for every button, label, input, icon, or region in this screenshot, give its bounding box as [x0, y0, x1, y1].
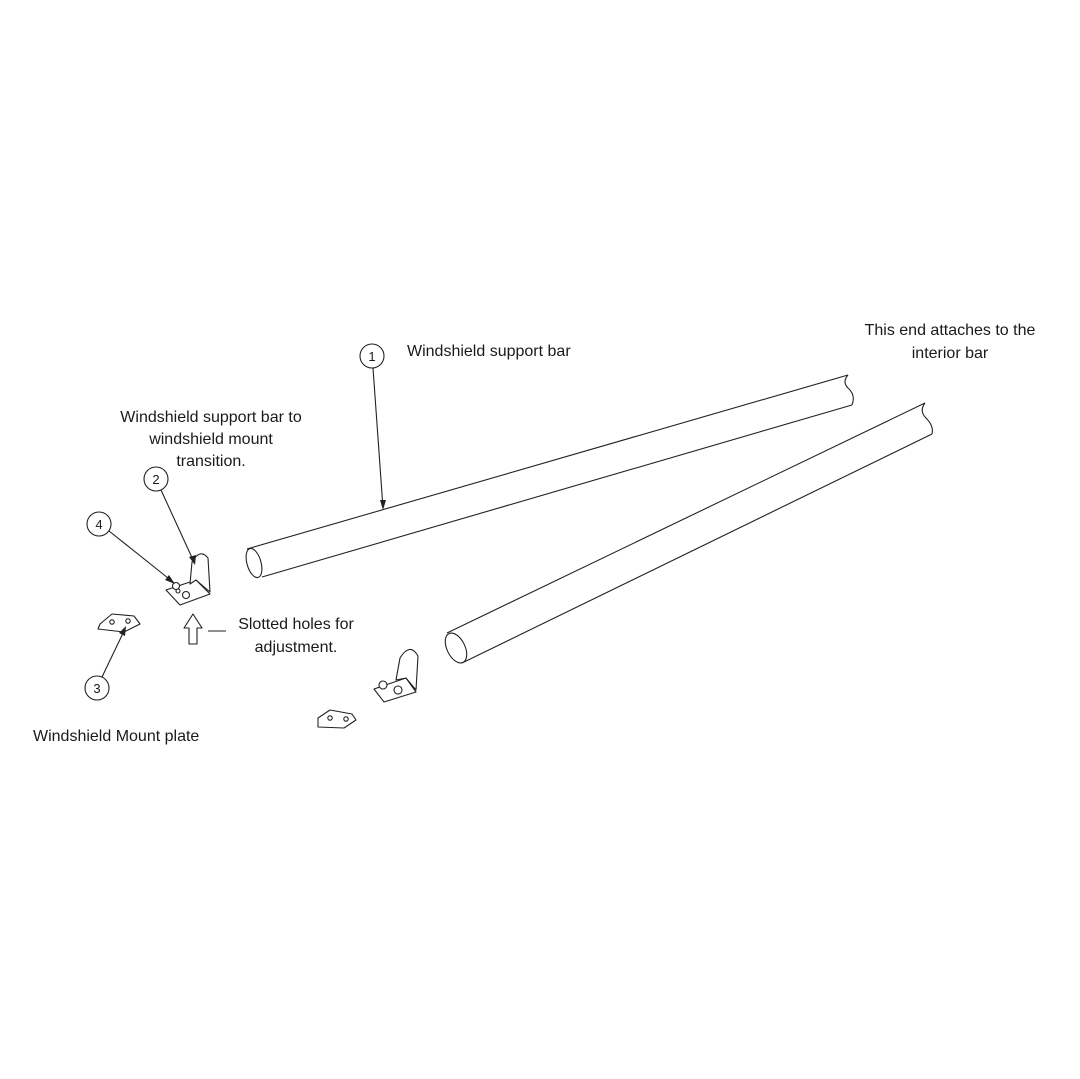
- callout-3: 3 Windshield Mount plate: [33, 626, 199, 745]
- callout-1-label: Windshield support bar: [407, 343, 571, 360]
- transition-bracket-left: [165, 553, 211, 606]
- callout-2-number: 2: [152, 472, 159, 487]
- end-note: This end attaches to the interior bar: [865, 322, 1036, 362]
- callout-2-label-line-2: windshield mount: [148, 431, 273, 448]
- slotted-note: Slotted holes for adjustment.: [238, 616, 354, 656]
- adjustment-arrow: [183, 613, 226, 645]
- callout-3-label: Windshield Mount plate: [33, 728, 199, 745]
- transition-bracket-right: [373, 648, 419, 703]
- callout-1-number: 1: [368, 349, 375, 364]
- support-bar-upper: [245, 374, 854, 579]
- callout-3-number: 3: [93, 681, 100, 696]
- mount-plate-left: [97, 613, 141, 633]
- callout-4: 4: [86, 511, 175, 584]
- callout-2-label-line-3: transition.: [176, 453, 245, 470]
- slotted-note-line-2: adjustment.: [255, 639, 338, 656]
- callout-1: 1 Windshield support bar: [359, 343, 571, 510]
- callout-2: 2 Windshield support bar to windshield m…: [120, 409, 302, 565]
- slotted-note-line-1: Slotted holes for: [238, 616, 354, 633]
- end-note-line-2: interior bar: [912, 345, 989, 362]
- callout-2-label-line-1: Windshield support bar to: [120, 409, 302, 426]
- mount-plate-right: [317, 709, 357, 729]
- callout-4-number: 4: [95, 517, 102, 532]
- support-bar-lower: [444, 402, 933, 664]
- end-note-line-1: This end attaches to the: [865, 322, 1036, 339]
